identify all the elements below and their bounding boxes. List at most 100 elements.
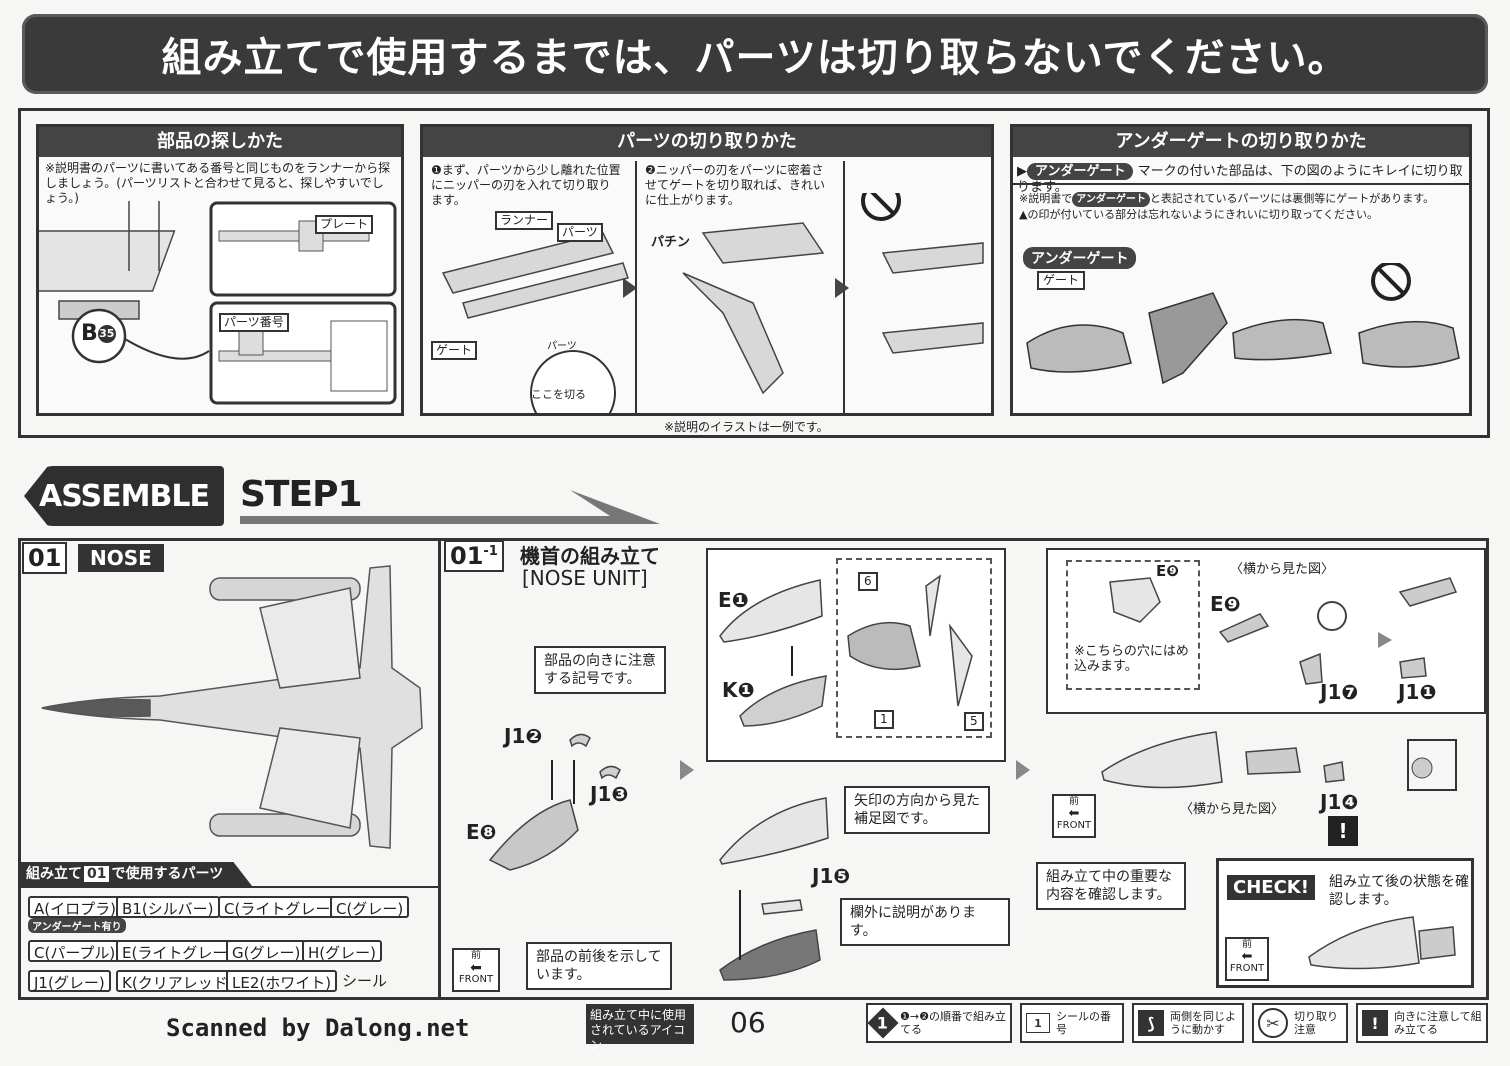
orientation-warning-icon: ! — [1362, 1010, 1388, 1036]
parts-header-a: 組み立て — [26, 866, 82, 882]
step-arrow — [240, 490, 660, 524]
front-en-2: FRONT — [1056, 820, 1092, 831]
instructions-frame — [18, 108, 1490, 438]
legend-seal: 1 シールの番号 — [1020, 1003, 1124, 1043]
undergate-note2: ▲の印が付いている部分は忘れないようにきれいに切り取ってください。 — [1019, 208, 1379, 221]
plate-label: プレート — [315, 215, 374, 234]
label-j1-1: J1❶ — [1398, 680, 1437, 704]
seal-1: 1 — [874, 710, 894, 729]
parts-header-b: で使用するパーツ — [111, 866, 224, 882]
label-e1: E❶ — [718, 588, 749, 612]
undergate-note: ※説明書でアンダーゲートと表記されているパーツには裏側等にゲートがあります。 ▲… — [1019, 191, 1434, 222]
part-b1: B1(シルバー) — [116, 896, 220, 918]
front-kanji: 前 — [471, 950, 481, 961]
undergate-tag-inline: アンダーゲート — [1072, 192, 1150, 207]
scanned-credit: Scanned by Dalong.net — [166, 1014, 470, 1042]
check-box: CHECK! 組み立て後の状態を確認します。 前 ⬅ FRONT — [1216, 858, 1474, 988]
undergate-title: アンダーゲートの切り取りかた — [1013, 127, 1469, 157]
legend-both-sides-text: 両側を同じように動かす — [1170, 1010, 1236, 1036]
nose-unit-title-en: [NOSE UNIT] — [522, 566, 648, 590]
callout-number: 35 — [97, 325, 116, 343]
front-indicator-3: 前 ⬅ FRONT — [1225, 937, 1269, 981]
cut-step1-text: ❶まず、パーツから少し離れた位置にニッパーの刃を入れて切り取ります。 — [431, 163, 621, 207]
parts-label: パーツ — [557, 223, 603, 242]
side-view-box — [1046, 548, 1486, 714]
aircraft-topview — [41, 565, 423, 849]
hole-note: ※こちらの穴にはめ込みます。 — [1074, 644, 1189, 674]
divider — [1013, 183, 1469, 185]
snap-sound: パチン — [651, 235, 691, 250]
part-c-purple: C(パープル) — [28, 940, 122, 962]
part-c-lightgray: C(ライトグレー) — [218, 896, 343, 918]
both-sides-icon: ⟆ — [1138, 1010, 1164, 1036]
panel-01-1-num: 01 — [450, 542, 484, 570]
gate-label: ゲート — [431, 341, 478, 360]
front-note: 部品の前後を示しています。 — [526, 942, 672, 990]
legend-orientation: ! 向きに注意して組み立てる — [1356, 1003, 1488, 1043]
undergate-present-badge: アンダーゲート有り — [28, 918, 126, 933]
orient-note: 部品の向きに注意する記号です。 — [534, 646, 666, 694]
undergate-badge: アンダーゲート — [1023, 247, 1137, 269]
arrow-view-note: 矢印の方向から見た補足図です。 — [844, 786, 990, 834]
part-number-label: パーツ番号 — [219, 313, 289, 332]
parts-header-num: 01 — [84, 866, 110, 882]
legend-order: 1 ❶→❷の順番で組み立てる — [866, 1003, 1012, 1043]
front-indicator: 前 ⬅ FRONT — [452, 948, 500, 992]
legend-cut-caution-text: 切り取り注意 — [1294, 1010, 1338, 1036]
important-note: 組み立て中の重要な内容を確認します。 — [1036, 862, 1186, 910]
check-badge: CHECK! — [1227, 875, 1315, 900]
side-view-label-2: 〈横から見た図〉 — [1180, 802, 1285, 817]
check-assembly — [1308, 916, 1456, 970]
panel-01-1-number: 01-1 — [444, 540, 504, 572]
cut-parts-title: パーツの切り取りかた — [423, 127, 991, 157]
header-banner: 組み立てで使用するまでは、パーツは切り取らないでください。 — [22, 14, 1488, 94]
undergate-gate-label: ゲート — [1037, 271, 1086, 290]
assemble-text: ASSEMBLE — [39, 478, 210, 514]
label-e8: E❽ — [466, 820, 497, 844]
outside-note: 欄外に説明があります。 — [840, 898, 1010, 946]
nose-unit-title-jp: 機首の組み立て — [520, 544, 660, 568]
part-g: G(グレー) — [226, 940, 307, 962]
seal-6: 6 — [858, 572, 878, 591]
undergate-tag: アンダーゲート — [1027, 163, 1134, 180]
nose-subassembly — [719, 574, 973, 727]
panel-01-number: 01 — [22, 542, 68, 574]
label-j1-2: J1❷ — [504, 724, 543, 748]
nose-cone-parts — [488, 733, 621, 871]
part-c-gray: C(グレー) — [330, 896, 410, 918]
icons-label: 組み立て中に使用されているアイコン — [586, 1004, 694, 1052]
part-le2: LE2(ホワイト) — [226, 970, 338, 992]
seal-5: 5 — [964, 712, 984, 731]
legend-order-text: ❶→❷の順番で組み立てる — [900, 1010, 1006, 1036]
find-parts-panel: 部品の探しかた ※説明書のパーツに書いてある番号と同じものをランナーから探しまし… — [36, 124, 404, 416]
cut-caution-icon: ✂ — [1258, 1008, 1288, 1038]
front-en: FRONT — [458, 974, 494, 985]
parts-label-2: パーツ — [547, 341, 577, 352]
panel-01-name: NOSE — [78, 544, 164, 572]
part-a: A(イロプラ) — [28, 896, 122, 918]
divider — [635, 161, 637, 413]
check-text: 組み立て後の状態を確認します。 — [1329, 874, 1469, 908]
find-parts-title: 部品の探しかた — [39, 127, 401, 157]
illustration-note: ※説明のイラストは一例です。 — [664, 420, 829, 434]
front-kanji-3: 前 — [1242, 939, 1252, 950]
undergate-illustration — [1026, 263, 1460, 385]
assemble-badge: ASSEMBLE — [24, 466, 224, 526]
undergate-note-a: ※説明書で — [1019, 192, 1073, 205]
side-view-assembly — [1101, 731, 1457, 791]
part-k: K(クリアレッド) — [116, 970, 240, 992]
label-j1-3: J1❸ — [590, 782, 629, 806]
nose-final — [719, 797, 829, 981]
part-j1: J1(グレー) — [28, 970, 111, 992]
side-view-parts — [1109, 577, 1458, 685]
legend-orientation-text: 向きに注意して組み立てる — [1394, 1010, 1482, 1036]
page-number: 06 — [730, 1006, 766, 1039]
label-j1-4: J1❹ — [1320, 790, 1359, 814]
cut-here-label: ここを切る — [531, 388, 586, 401]
legend-cut-caution: ✂ 切り取り注意 — [1252, 1003, 1348, 1043]
panel-01-1-sub: -1 — [483, 544, 498, 559]
find-parts-note: ※説明書のパーツに書いてある番号と同じものをランナーから探しましょう。(パーツリ… — [45, 161, 391, 205]
panel-01-nose — [18, 538, 441, 1000]
legend-seal-text: シールの番号 — [1056, 1010, 1111, 1036]
